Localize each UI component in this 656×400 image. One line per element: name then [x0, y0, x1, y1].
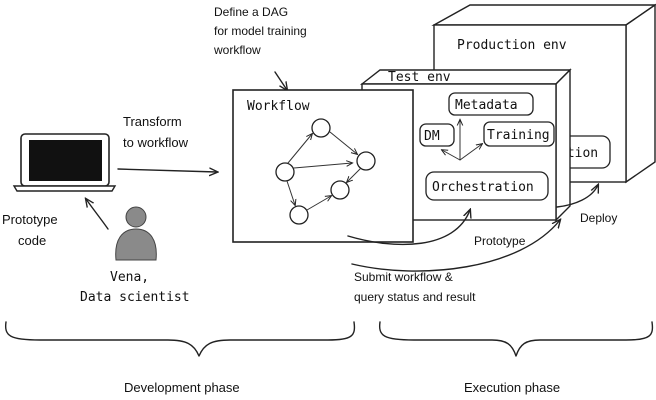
production-env-title: Production env: [457, 38, 567, 53]
dag-edge: [329, 131, 357, 154]
dag-node: [289, 205, 309, 225]
dag-node: [356, 151, 376, 171]
orchestration-component: Orchestration: [425, 171, 549, 201]
prototype-code-label: Prototype code: [2, 212, 61, 248]
persona-label: Vena, Data scientist: [80, 270, 190, 305]
deploy-label: Deploy: [580, 211, 617, 225]
submit-label: Submit workflow & query status and resul…: [354, 270, 476, 304]
orchestration-label: Orchestration: [432, 180, 534, 195]
training-component: Training: [483, 121, 555, 147]
prototype-arrow: [347, 210, 470, 246]
data-scientist-icon: [115, 206, 157, 261]
dag-edge: [286, 180, 295, 205]
test-env-title: Test env: [388, 70, 451, 85]
persona-to-laptop-arrow: [86, 199, 109, 230]
define-dag-arrow: [274, 71, 287, 90]
define-dag-label: Define a DAG for model training workflow: [213, 5, 310, 57]
dag-node: [311, 118, 331, 138]
dm-label: DM: [424, 129, 440, 144]
deploy-arrow: [556, 185, 598, 208]
transform-arrow: [117, 169, 217, 172]
dag-edge: [306, 196, 331, 211]
dag-edge: [287, 134, 312, 164]
dag-node: [330, 180, 350, 200]
dag-edge: [347, 168, 361, 182]
laptop-icon: [12, 133, 117, 192]
execution-phase-label: Execution phase: [464, 380, 560, 395]
dag-edge: [293, 163, 352, 169]
dag-node: [275, 162, 295, 182]
dm-component: DM: [419, 123, 455, 147]
transform-label: Transform to workflow: [123, 114, 189, 150]
test-env-internal-arrows: [442, 120, 482, 161]
metadata-component: Metadata: [448, 92, 534, 116]
prototype-label: Prototype: [474, 234, 526, 248]
submit-arrow: [351, 220, 560, 272]
metadata-label: Metadata: [455, 98, 518, 113]
workflow-title: Workflow: [247, 99, 310, 114]
execution-phase-brace: [378, 321, 654, 357]
dag-graph: [275, 118, 376, 225]
development-phase-label: Development phase: [124, 380, 240, 395]
development-phase-brace: [4, 321, 356, 357]
training-label: Training: [487, 128, 550, 143]
